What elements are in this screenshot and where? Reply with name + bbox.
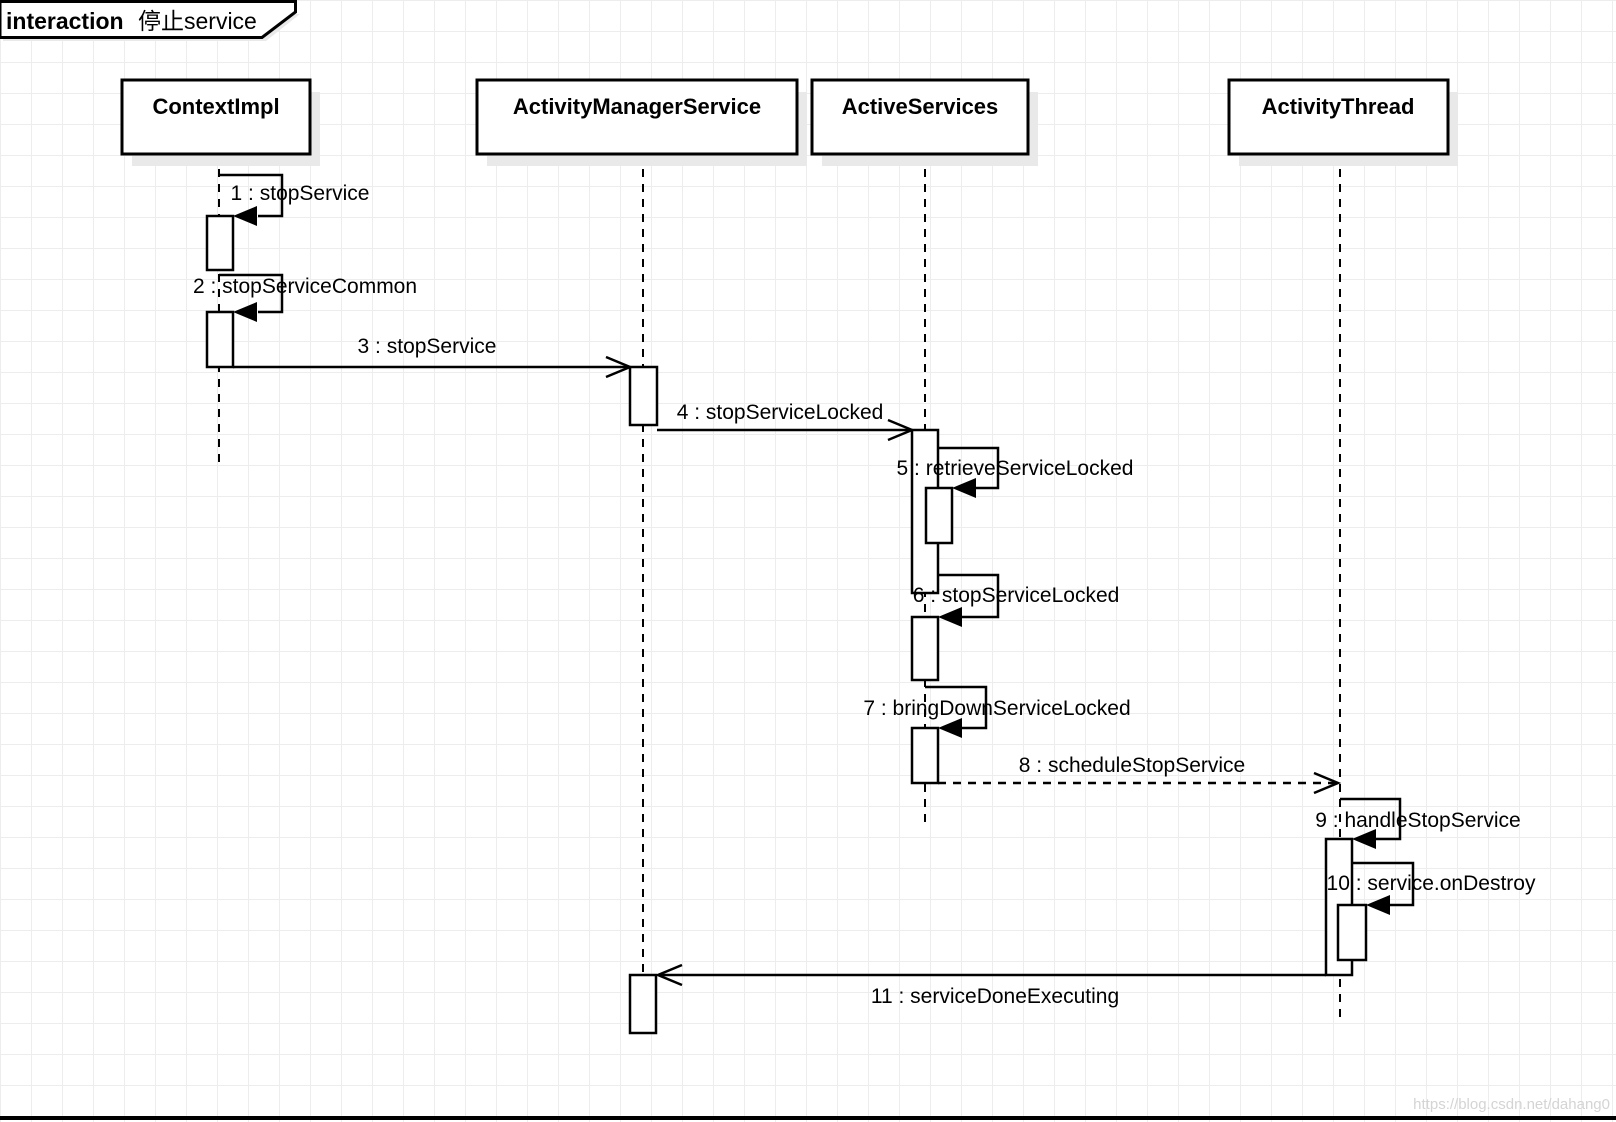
message-5-label: 5 : retrieveServiceLocked bbox=[897, 457, 1134, 480]
frame-title-tab-shape bbox=[0, 0, 297, 39]
message-10-arrowhead bbox=[1366, 895, 1390, 915]
frame-title-tab: interaction 停止service bbox=[0, 0, 300, 41]
head-label-activity-manager-service: ActivityManagerService bbox=[513, 94, 761, 119]
head-label-active-services: ActiveServices bbox=[842, 94, 999, 119]
message-9-line bbox=[1340, 797, 1402, 841]
message-7-arrowhead bbox=[938, 718, 962, 738]
head-box-active-services bbox=[810, 78, 1030, 156]
activation-ams-11 bbox=[628, 973, 658, 1035]
message-6-line bbox=[938, 573, 1000, 619]
message-9-label: 9 : handleStopService bbox=[1315, 809, 1520, 832]
message-10-line bbox=[1352, 861, 1415, 907]
message-10-label: 10 : service.onDestroy bbox=[1327, 872, 1536, 895]
message-1-label: 1 : stopService bbox=[231, 182, 370, 205]
lifeline-heads: ContextImpl ActivityManagerService Activ… bbox=[120, 78, 1458, 166]
head-box-activity-manager-service bbox=[475, 78, 799, 156]
message-5-line bbox=[938, 446, 1000, 490]
message-8-arrowhead bbox=[1313, 771, 1342, 795]
activation-contextimpl-1 bbox=[205, 214, 235, 272]
message-3-label: 3 : stopService bbox=[358, 335, 497, 358]
head-box-activity-thread bbox=[1227, 78, 1450, 156]
message-7-line bbox=[925, 685, 988, 730]
message-6-label: 6 : stopServiceLocked bbox=[913, 584, 1120, 607]
head-box-context-impl bbox=[120, 78, 312, 156]
self-message-lines bbox=[219, 173, 1415, 907]
watermark-text: https://blog.csdn.net/dahang0 bbox=[1413, 1096, 1610, 1113]
message-1-arrowhead bbox=[233, 206, 257, 226]
activation-activeservices-5 bbox=[924, 486, 954, 545]
frame-bottom-border bbox=[0, 1116, 1616, 1120]
message-9-arrowhead bbox=[1352, 829, 1376, 849]
message-11-arrowhead bbox=[654, 963, 683, 987]
message-8-label: 8 : scheduleStopService bbox=[1019, 754, 1245, 777]
activation-activeservices-6 bbox=[910, 615, 940, 682]
head-label-context-impl: ContextImpl bbox=[152, 94, 279, 119]
message-1-line bbox=[219, 173, 284, 218]
activation-bars bbox=[205, 214, 1368, 1035]
frame-title-keyword: interaction bbox=[6, 8, 124, 34]
message-11-label: 11 : serviceDoneExecuting bbox=[871, 985, 1119, 1008]
message-2-arrowhead bbox=[233, 302, 257, 322]
activation-activeservices-7 bbox=[910, 726, 940, 785]
frame-title-name: 停止service bbox=[138, 8, 257, 34]
activation-activitythread-10 bbox=[1336, 903, 1368, 962]
call-message-lines bbox=[233, 355, 1342, 987]
message-7-label: 7 : bringDownServiceLocked bbox=[863, 697, 1130, 720]
message-labels: 1 : stopService 2 : stopServiceCommon 3 … bbox=[193, 182, 1536, 1008]
activation-ams-3 bbox=[628, 365, 659, 427]
head-label-activity-thread: ActivityThread bbox=[1262, 94, 1415, 119]
message-5-arrowhead bbox=[952, 478, 976, 498]
message-6-arrowhead bbox=[938, 607, 962, 627]
message-2-label: 2 : stopServiceCommon bbox=[193, 275, 417, 298]
message-4-label: 4 : stopServiceLocked bbox=[677, 401, 884, 424]
message-2-line bbox=[219, 273, 284, 314]
activation-contextimpl-2 bbox=[205, 310, 235, 369]
self-message-arrowheads bbox=[233, 206, 1390, 915]
